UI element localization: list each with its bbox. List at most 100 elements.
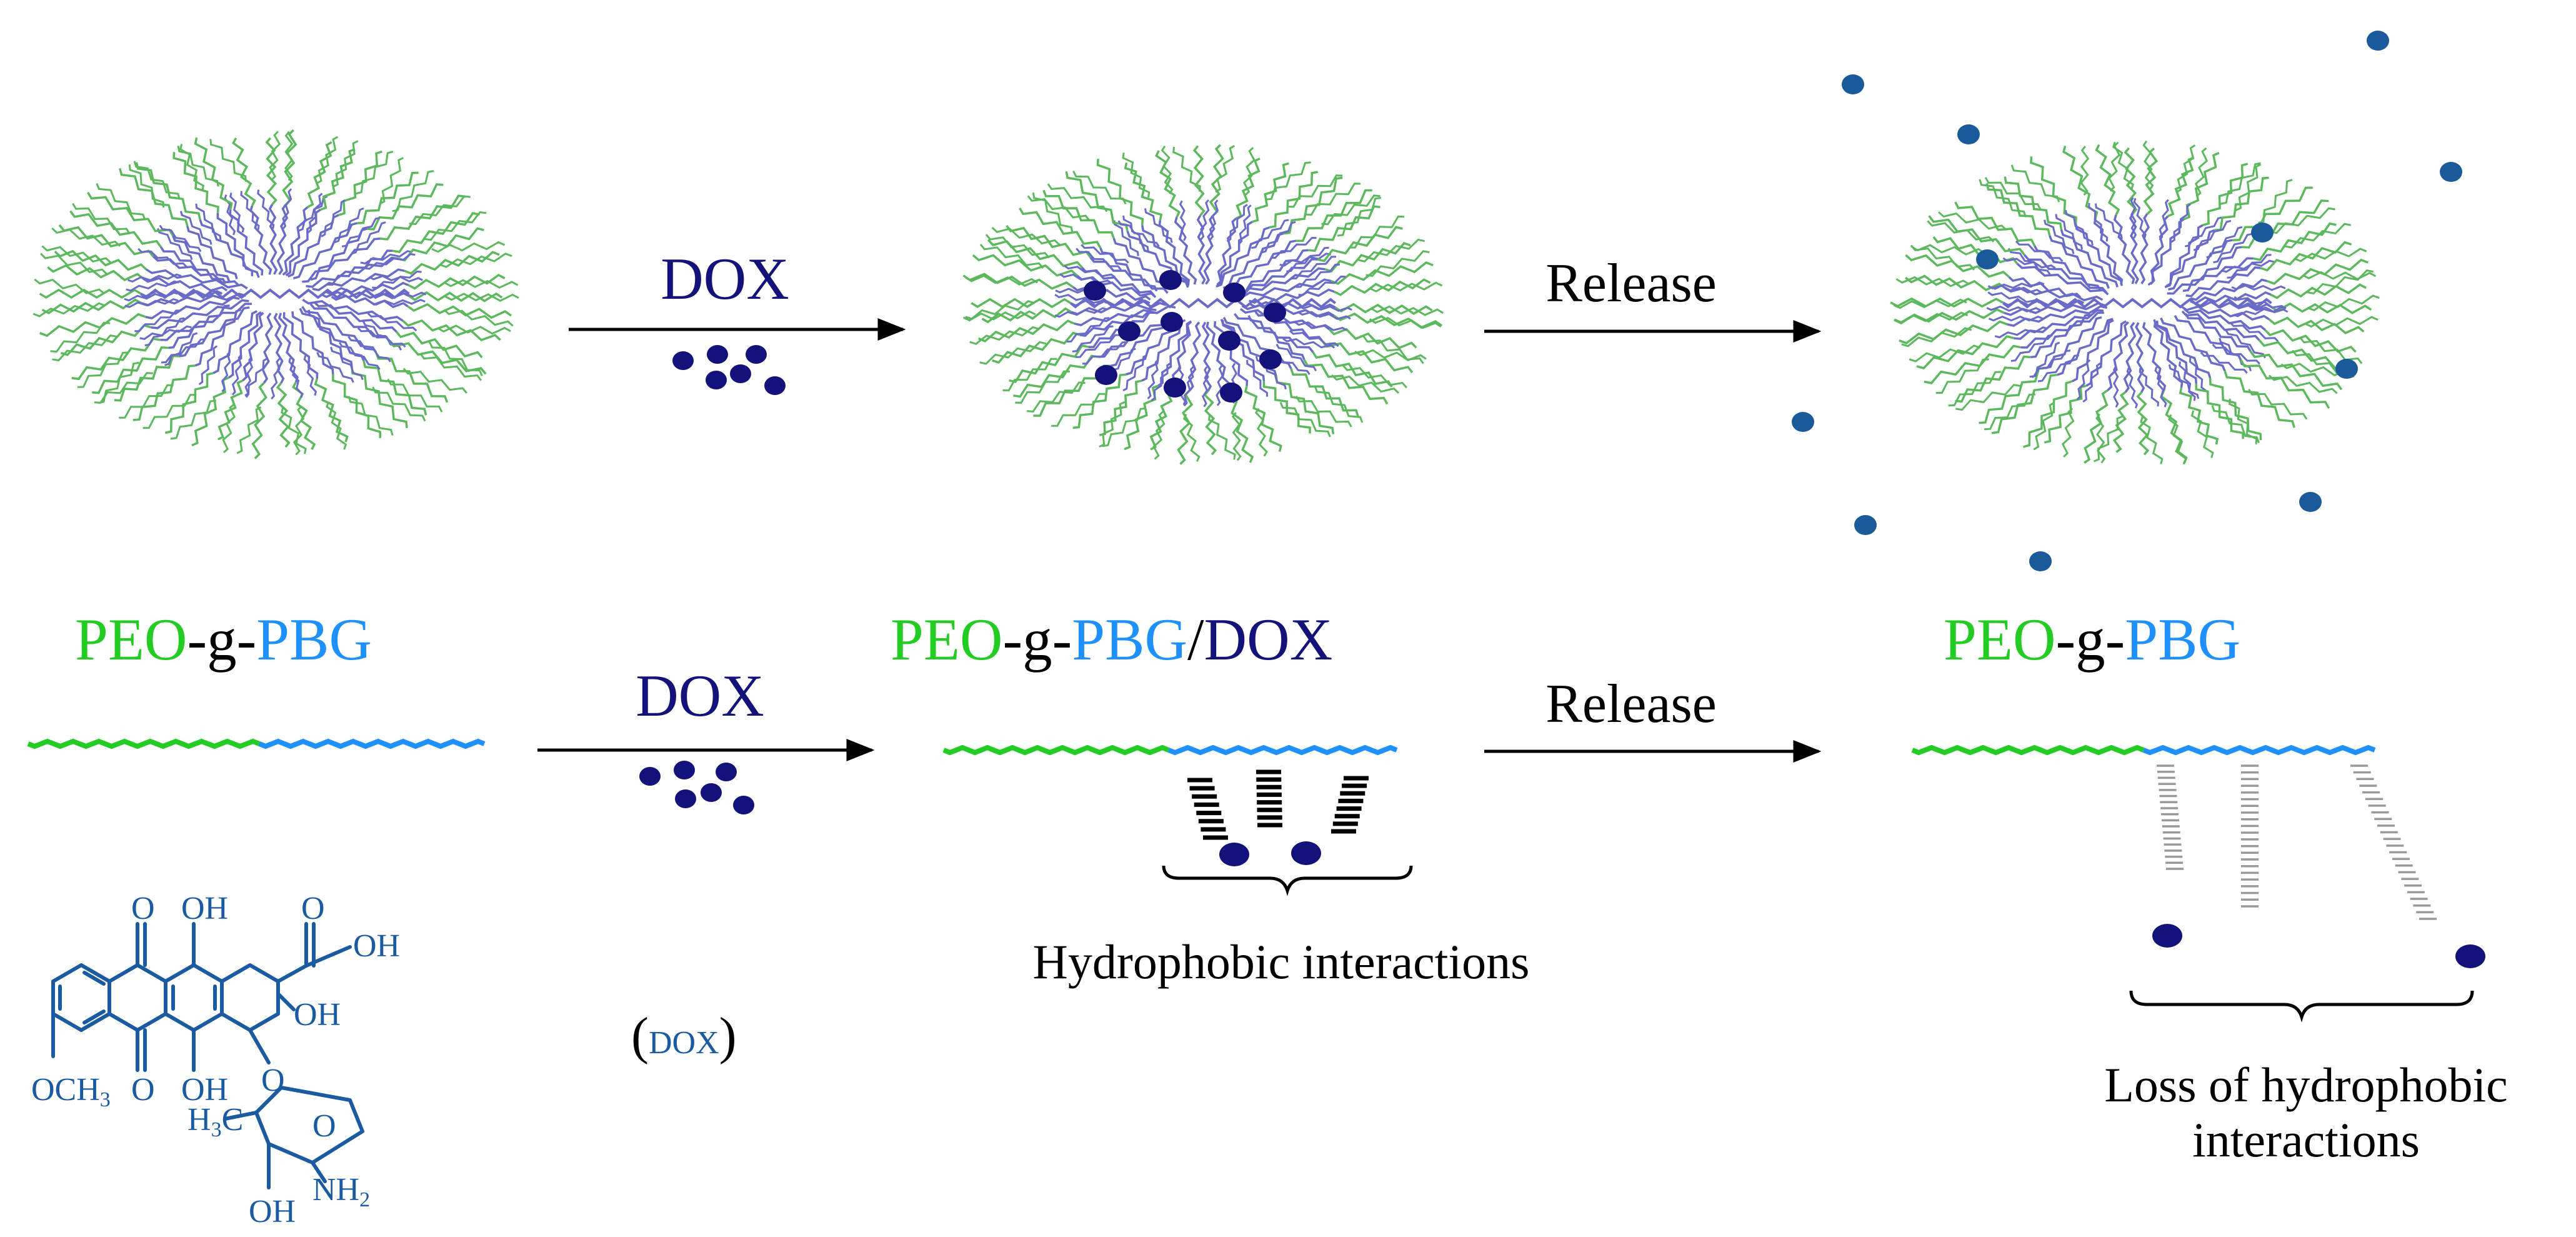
dox-paren-label: (DOX) [631,1007,737,1065]
core-twig [1297,311,1351,320]
shell-twig [119,384,174,419]
core-twig [1076,334,1120,358]
core-branch [331,294,409,309]
core-twig [1144,208,1173,243]
shell-chain [164,372,214,434]
core-twig [240,191,260,230]
bottom-arrow-release-label: Release [1545,674,1717,734]
shell-chain [2268,316,2365,334]
dox-oh-sugar: OH [249,1194,296,1229]
shell-twig [1266,161,1311,201]
shell-twig [129,164,165,208]
dox-dot [1118,321,1141,341]
shell-twig [2285,223,2352,249]
core-branch [2185,266,2261,298]
core-branch [1174,217,1197,285]
core-twig [1064,264,1116,278]
core-branch [310,228,367,281]
shell-chain [119,168,189,227]
core-branch [1239,258,1318,295]
shell-twig [332,140,359,188]
shell-twig [1358,238,1425,263]
core-twig [2007,248,2051,275]
core-branch [291,311,334,375]
shell-chain [92,346,169,394]
core-branch [159,246,227,284]
releasing-micelle [1890,140,2380,465]
shell-twig [962,310,1036,322]
graft-text: -g- [1002,606,1072,673]
shell-chain [362,360,427,416]
released-dox-dots [1792,31,2462,571]
core-branch [2007,305,2108,327]
shell-chain [981,307,1072,324]
dox-dot [701,783,722,802]
ring-a-double3 [82,1009,106,1024]
peo-text: PEO [1944,606,2055,673]
core-twig [2094,203,2123,239]
top-arrow-release-label: Release [1545,253,1717,314]
shell-twig [1099,401,1126,448]
shell-chain [251,382,267,459]
shell-twig [2220,162,2261,205]
core-twig [2232,306,2287,318]
core-twig [339,342,381,370]
dox-dot [733,796,754,814]
core-branch [2024,254,2108,294]
core-branch [1201,321,1212,391]
shell-chain [1275,376,1335,434]
shell-chain [2030,156,2077,224]
right-brace [2129,990,2474,1023]
core-branch [2034,245,2102,291]
core-twig [2159,199,2169,241]
core-twig [2076,359,2091,401]
released-dox-dot [2440,162,2462,182]
shell-chain [2209,378,2262,441]
shell-twig [1369,316,1442,329]
core-branch [276,204,289,275]
core-twig [1291,256,1337,279]
core-branch [2135,322,2145,393]
dox-dot [1161,312,1183,332]
shell-twig [1182,413,1201,462]
shell-chain [2270,302,2372,314]
released-dox-dot [2455,944,2485,968]
shell-chain [114,354,179,402]
core-twig [372,270,422,289]
core-branch [2004,302,2105,316]
shell-chain [992,331,1081,364]
dox-dots-bottom-arrow [639,761,754,814]
shell-twig [1894,311,1969,324]
core-twig [1059,273,1112,284]
top-arrow-dox-label: DOX [661,246,789,312]
core-twig [2212,343,2260,365]
shell-chain [1042,189,1115,239]
core-twig [2133,198,2147,239]
dox-dot [764,376,786,395]
core-twig [1151,362,1171,401]
shell-chain [397,227,484,262]
shell-twig [1365,250,1430,278]
core-twig [2213,233,2252,264]
core-twig [2193,219,2232,251]
shell-chain [2084,389,2109,464]
shell-twig [1279,401,1331,438]
core-branch [2020,311,2104,349]
core-twig [369,274,423,283]
shell-twig [1984,393,2035,431]
core-twig [126,280,179,292]
shell-twig [1955,384,2020,411]
shell-chain [2062,145,2099,219]
shell-twig [2307,269,2374,295]
shell-chain [1192,145,1206,216]
shell-twig [96,183,146,221]
shell-chain [2240,359,2330,409]
released-dox-dot [1976,249,1999,269]
shell-twig [1349,215,1405,249]
core-twig [360,250,413,265]
core-branch [1158,220,1191,286]
core-branch [2190,278,2268,301]
shell-twig [437,324,511,335]
core-twig [124,298,179,308]
dox-oh-ring: OH [294,997,341,1033]
